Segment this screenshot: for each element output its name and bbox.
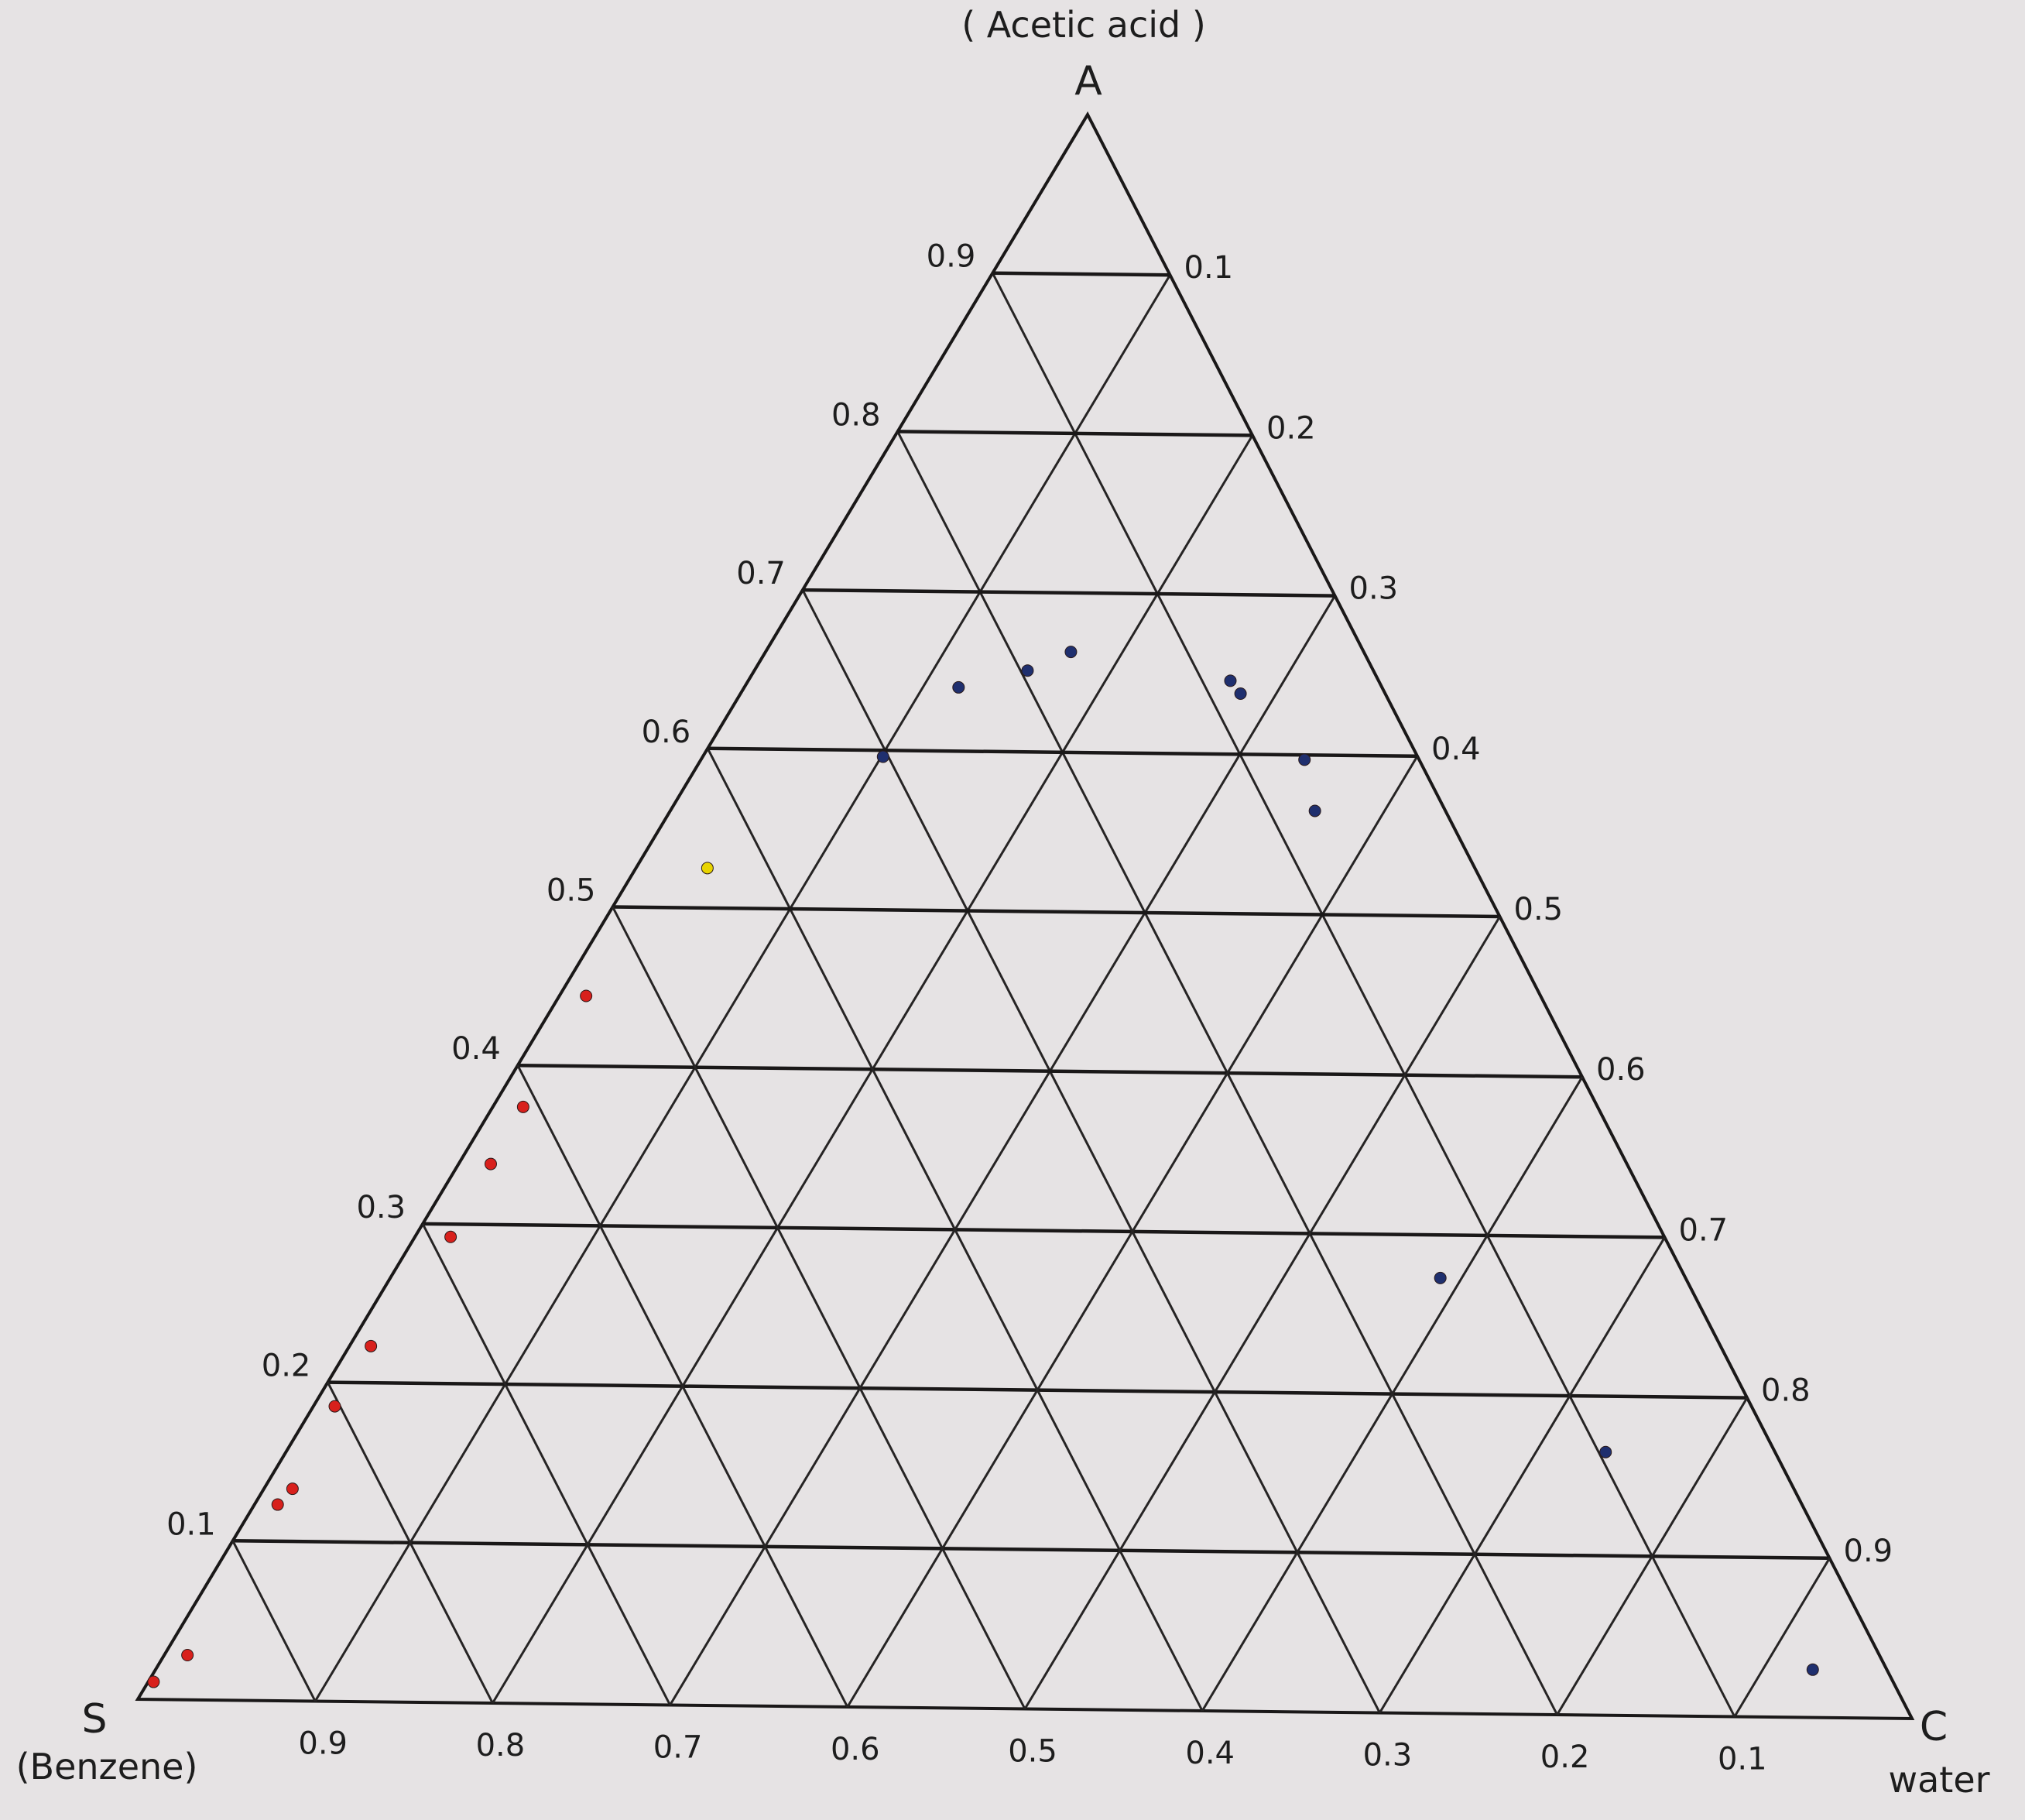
blue-data-point (876, 750, 889, 763)
right-tick-label: 0.6 (1596, 1052, 1646, 1088)
blue-data-point (1434, 1271, 1447, 1284)
grid-line-acetic (517, 1063, 1583, 1079)
grid-line-benzene (327, 1381, 494, 1704)
grid-line-acetic (232, 1539, 1830, 1561)
grid-line-acetic (612, 905, 1500, 919)
triangle-frame (135, 111, 1915, 1721)
right-tick-label: 0.4 (1431, 732, 1481, 767)
blue-data-point (1224, 674, 1237, 687)
bottom-tick-label: 0.5 (1008, 1734, 1057, 1770)
grid-line-acetic (802, 588, 1335, 598)
red-data-point (444, 1230, 457, 1243)
grid-line-water (669, 595, 1336, 1706)
right-tick-label: 0.3 (1349, 571, 1399, 607)
grid-line-water (846, 756, 1419, 1708)
left-tick-label: 0.8 (831, 397, 881, 433)
blue-data-point (1298, 753, 1311, 766)
data-points (147, 646, 1819, 1688)
axis-labels: ( Acetic acid ) A S (Benzene) C water 0.… (16, 4, 1990, 1801)
right-component-name: water (1888, 1759, 1989, 1801)
left-tick-label: 0.6 (642, 715, 691, 750)
left-tick-label: 0.7 (736, 556, 786, 591)
vertex-label-a: A (1074, 58, 1102, 105)
left-component-name: (Benzene) (16, 1746, 198, 1787)
right-tick-label: 0.8 (1761, 1373, 1811, 1409)
red-data-point (365, 1339, 378, 1352)
vertex-label-s: S (81, 1696, 107, 1743)
left-tick-label: 0.5 (547, 873, 596, 909)
left-tick-label: 0.2 (262, 1349, 311, 1384)
left-tick-label: 0.3 (356, 1190, 406, 1225)
bottom-tick-label: 0.8 (476, 1728, 526, 1763)
blue-data-point (1021, 664, 1034, 677)
grid-line-benzene (231, 1540, 317, 1702)
yellow-data-point (701, 862, 714, 875)
grid-line-benzene (991, 272, 1736, 1718)
right-tick-label: 0.7 (1679, 1212, 1729, 1248)
right-tick-label: 0.5 (1514, 892, 1564, 927)
grid-line-water (314, 274, 1171, 1702)
right-tick-label: 0.2 (1266, 410, 1316, 446)
blue-data-point (1234, 687, 1247, 701)
left-tick-label: 0.9 (927, 239, 976, 275)
bottom-tick-label: 0.4 (1185, 1736, 1235, 1771)
red-data-point (271, 1498, 284, 1511)
grid-line-benzene (516, 1064, 849, 1708)
blue-data-point (952, 680, 965, 694)
top-component-name: ( Acetic acid ) (961, 4, 1206, 46)
red-data-point (147, 1675, 160, 1688)
bottom-tick-label: 0.7 (653, 1730, 703, 1766)
red-data-point (484, 1157, 497, 1170)
grid-line-water (1379, 1236, 1666, 1714)
right-tick-label: 0.1 (1184, 250, 1234, 286)
grid-line-water (1556, 1397, 1749, 1715)
grid-line-acetic (992, 271, 1170, 277)
bottom-tick-label: 0.6 (831, 1732, 880, 1767)
vertex-label-c: C (1920, 1704, 1948, 1750)
bottom-tick-label: 0.9 (298, 1726, 348, 1762)
triangle-grid (135, 111, 1915, 1721)
red-data-point (286, 1482, 299, 1496)
grid-line-benzene (801, 589, 1381, 1714)
grid-line-acetic (423, 1222, 1665, 1239)
bottom-tick-label: 0.2 (1540, 1739, 1590, 1775)
red-data-point (328, 1400, 341, 1413)
blue-data-point (1064, 646, 1078, 659)
grid-line-benzene (612, 906, 1026, 1710)
left-tick-label: 0.4 (451, 1031, 501, 1067)
bottom-tick-label: 0.3 (1363, 1738, 1413, 1774)
blue-data-point (1599, 1445, 1612, 1458)
grid-line-water (1023, 916, 1501, 1710)
red-data-point (516, 1100, 529, 1113)
grid-line-benzene (706, 748, 1204, 1712)
bottom-tick-label: 0.1 (1718, 1742, 1767, 1777)
left-tick-label: 0.1 (166, 1506, 216, 1542)
grid-line-benzene (421, 1223, 671, 1706)
blue-data-point (1806, 1663, 1819, 1676)
red-data-point (181, 1649, 194, 1662)
grid-line-acetic (708, 746, 1418, 759)
grid-line-acetic (897, 430, 1253, 437)
blue-data-point (1308, 804, 1321, 817)
grid-line-water (1733, 1558, 1831, 1718)
right-tick-label: 0.9 (1844, 1534, 1893, 1569)
red-data-point (580, 989, 593, 1003)
grid-line-water (1201, 1076, 1584, 1712)
